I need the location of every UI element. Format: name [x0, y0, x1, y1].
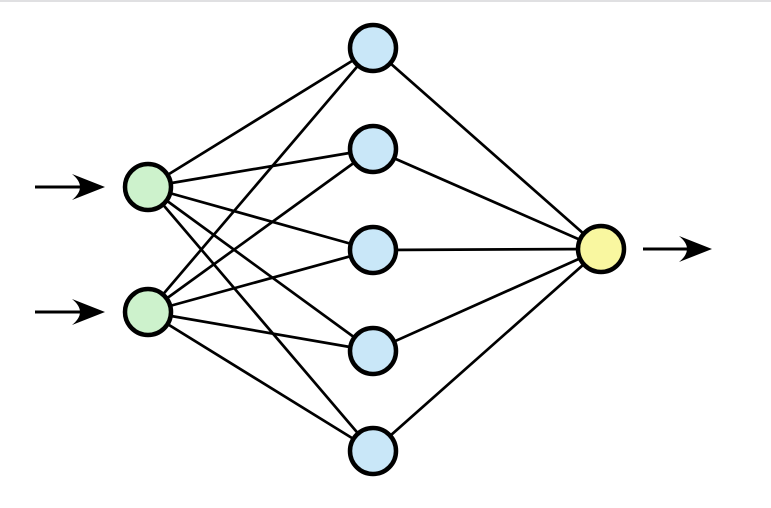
edge-input-2-hidden-3: [147, 248, 374, 314]
hidden-node-1: [347, 22, 399, 74]
edge-input-2-hidden-2: [147, 147, 374, 314]
edge-input-1-hidden-4: [147, 185, 374, 353]
hidden-node-3: [347, 224, 399, 276]
input-arrow-1-head-icon: [72, 174, 105, 200]
edge-input-2-hidden-5: [147, 310, 374, 453]
edge-input-1-hidden-1: [147, 46, 374, 189]
edge-hidden-4-output-1: [372, 247, 602, 353]
edge-hidden-3-output-1: [372, 247, 602, 252]
input-arrow-2-head-icon: [72, 299, 105, 325]
edge-hidden-5-output-1: [372, 247, 602, 453]
output-node-1: [575, 223, 627, 275]
hidden-node-4: [347, 325, 399, 377]
hidden-node-5: [347, 425, 399, 477]
window-top-border: [0, 0, 771, 2]
edge-input-2-hidden-4: [147, 310, 374, 353]
hidden-node-2: [347, 123, 399, 175]
output-arrow-head-icon: [679, 236, 712, 262]
edge-input-1-hidden-2: [147, 147, 374, 189]
input-node-1: [122, 161, 174, 213]
edge-input-1-hidden-3: [147, 185, 374, 252]
edge-hidden-2-output-1: [372, 147, 602, 251]
input-node-2: [122, 286, 174, 338]
edge-input-2-hidden-1: [146, 47, 375, 313]
edge-input-1-hidden-5: [146, 186, 375, 452]
edge-hidden-1-output-1: [372, 46, 602, 251]
